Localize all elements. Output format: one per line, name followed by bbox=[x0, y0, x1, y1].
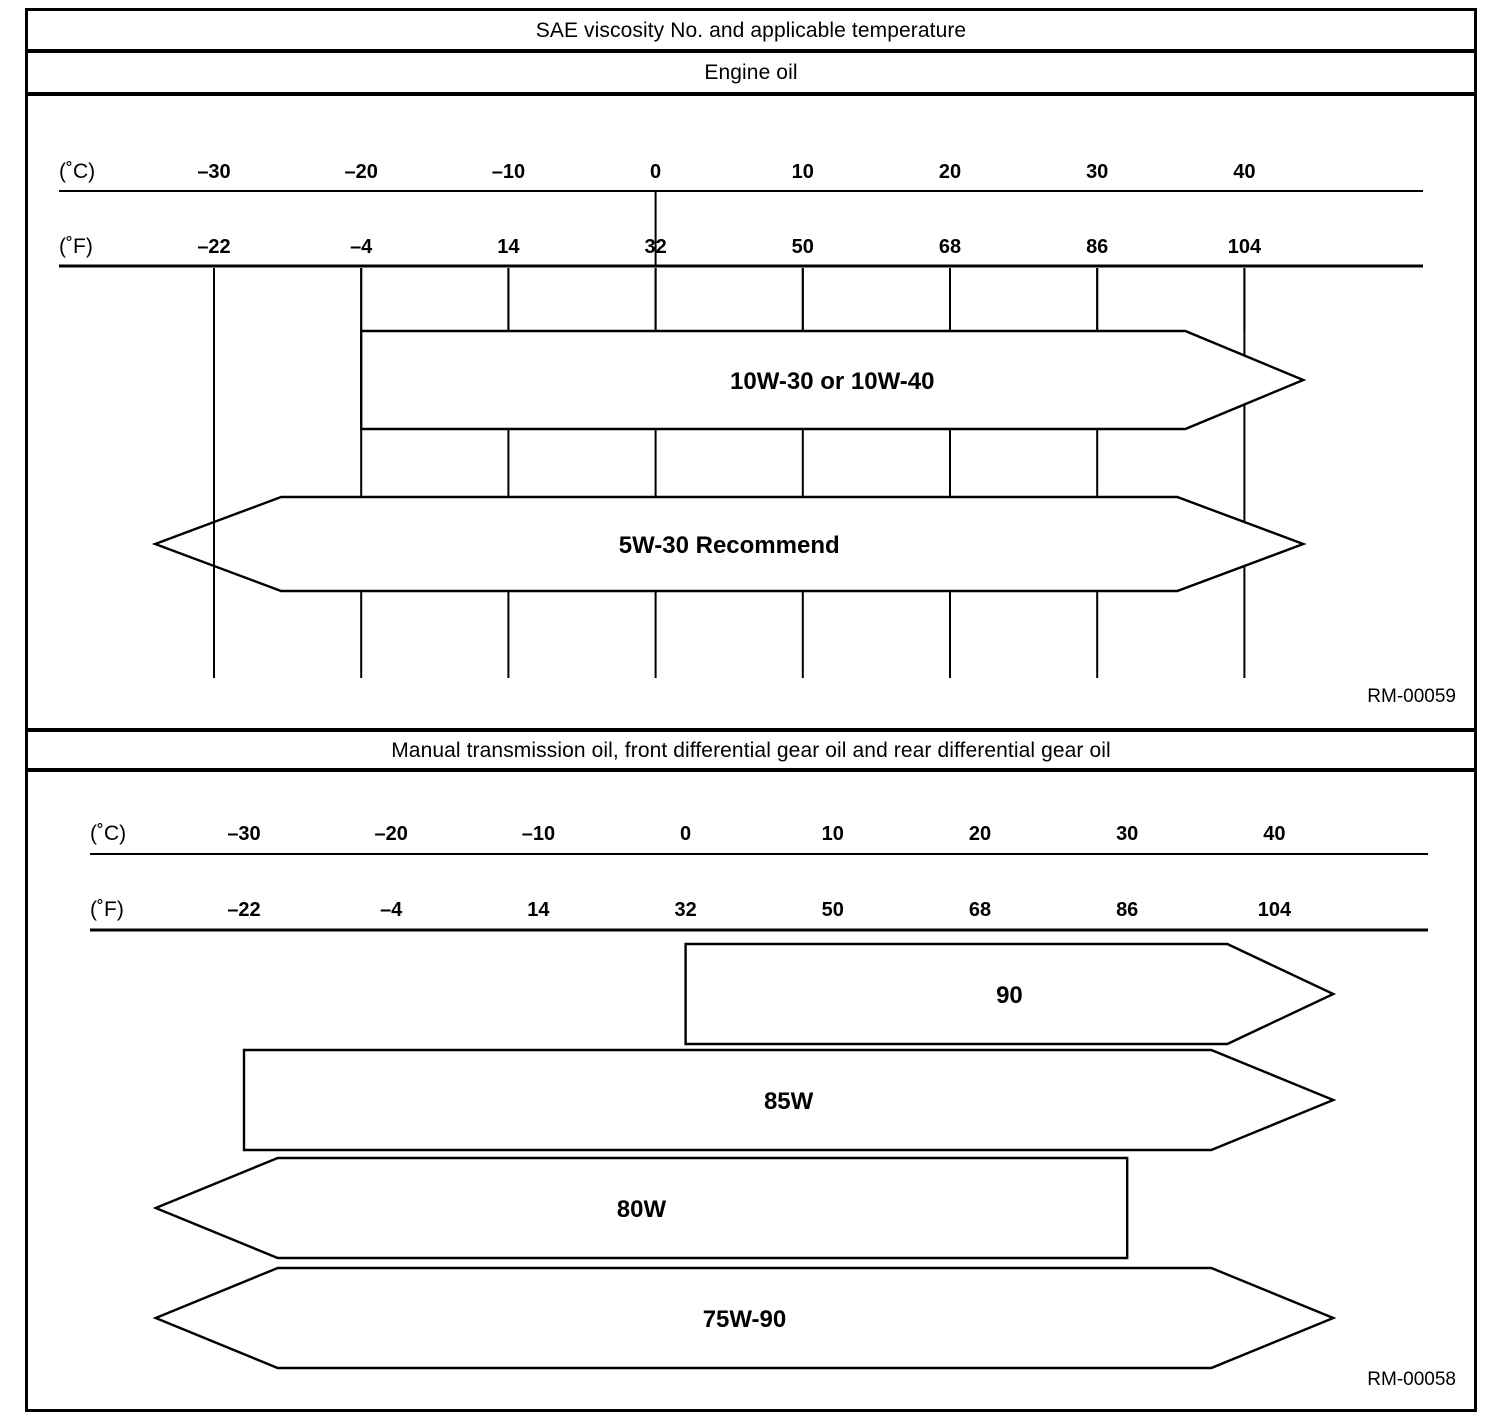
celsius-tick-label: 40 bbox=[1263, 823, 1285, 845]
section-heading-engine-oil-text: Engine oil bbox=[704, 61, 798, 84]
page-title-text: SAE viscosity No. and applicable tempera… bbox=[535, 18, 967, 42]
fahrenheit-tick-label: 68 bbox=[939, 236, 961, 258]
reference-code-engine-oil: RM-00059 bbox=[1367, 686, 1456, 707]
section-heading-engine-oil: Engine oil bbox=[28, 53, 1474, 96]
reference-code-gear-oil: RM-00058 bbox=[1367, 1369, 1456, 1390]
celsius-tick-label: 0 bbox=[680, 823, 691, 845]
fahrenheit-tick-label: 14 bbox=[497, 236, 520, 258]
celsius-tick-label: 0 bbox=[650, 161, 661, 183]
celsius-tick-label: 30 bbox=[1116, 823, 1138, 845]
fahrenheit-tick-label: –4 bbox=[350, 236, 373, 258]
viscosity-bar bbox=[360, 329, 1307, 431]
viscosity-bar bbox=[151, 495, 1307, 593]
celsius-tick-label: 30 bbox=[1086, 161, 1108, 183]
viscosity-bar-label: 75W-90 bbox=[703, 1306, 787, 1333]
fahrenheit-axis-label: (˚F) bbox=[59, 235, 93, 258]
section-heading-gear-oil: Manual transmission oil, front different… bbox=[28, 728, 1474, 772]
celsius-tick-label: –30 bbox=[197, 161, 230, 183]
celsius-tick-label: 20 bbox=[969, 823, 991, 845]
celsius-tick-label: –10 bbox=[492, 161, 525, 183]
document-frame: SAE viscosity No. and applicable tempera… bbox=[25, 8, 1477, 1412]
fahrenheit-tick-label: 104 bbox=[1228, 236, 1262, 258]
celsius-tick-label: –20 bbox=[345, 161, 378, 183]
page-title: SAE viscosity No. and applicable tempera… bbox=[28, 11, 1474, 53]
fahrenheit-tick-label: –4 bbox=[380, 899, 403, 921]
fahrenheit-tick-label: 86 bbox=[1116, 899, 1138, 921]
viscosity-bar-label: 90 bbox=[996, 982, 1023, 1009]
celsius-axis-label: (˚C) bbox=[90, 822, 126, 845]
fahrenheit-tick-label: –22 bbox=[227, 899, 260, 921]
fahrenheit-tick-label: 14 bbox=[527, 899, 550, 921]
viscosity-bar-label: 85W bbox=[764, 1088, 814, 1115]
celsius-tick-label: 40 bbox=[1233, 161, 1255, 183]
fahrenheit-tick-label: 32 bbox=[674, 899, 696, 921]
fahrenheit-tick-label: 86 bbox=[1086, 236, 1108, 258]
celsius-tick-label: 10 bbox=[822, 823, 844, 845]
celsius-tick-label: –20 bbox=[375, 823, 408, 845]
celsius-tick-label: 10 bbox=[792, 161, 814, 183]
fahrenheit-tick-label: 50 bbox=[822, 899, 844, 921]
viscosity-bar-label: 80W bbox=[617, 1196, 667, 1223]
celsius-tick-label: 20 bbox=[939, 161, 961, 183]
viscosity-bar bbox=[684, 942, 1337, 1046]
viscosity-bar bbox=[242, 1048, 1337, 1152]
gear-oil-chart: (˚C) (˚F) –30 –20 –10 0 10 20 30 40 –22 –4 14 32 50 68 8… bbox=[90, 822, 1428, 1370]
fahrenheit-tick-label: 68 bbox=[969, 899, 991, 921]
fahrenheit-tick-label: –22 bbox=[197, 236, 230, 258]
viscosity-bar-label: 5W-30 Recommend bbox=[619, 532, 840, 559]
viscosity-bar bbox=[152, 1266, 1337, 1370]
fahrenheit-tick-label: 50 bbox=[792, 236, 814, 258]
fahrenheit-tick-label: 104 bbox=[1258, 899, 1292, 921]
celsius-tick-label: –30 bbox=[227, 823, 260, 845]
celsius-tick-label: –10 bbox=[522, 823, 555, 845]
fahrenheit-axis-label: (˚F) bbox=[90, 898, 124, 921]
viscosity-bar-label: 10W-30 or 10W-40 bbox=[730, 368, 934, 395]
section-heading-gear-oil-text: Manual transmission oil, front different… bbox=[391, 738, 1111, 762]
viscosity-bar bbox=[152, 1156, 1129, 1260]
celsius-axis-label: (˚C) bbox=[59, 160, 95, 183]
